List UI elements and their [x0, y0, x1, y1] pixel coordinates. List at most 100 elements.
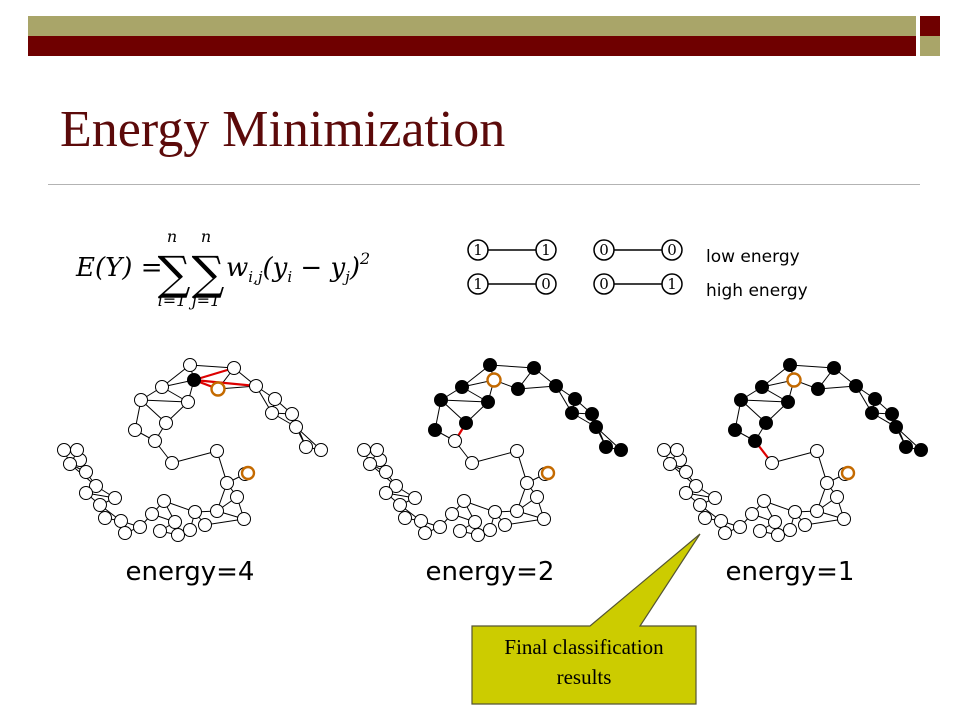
graph-node-white — [155, 380, 169, 394]
graph-node-white — [79, 465, 93, 479]
callout-line-1: Final classification — [504, 635, 664, 659]
graph-node-black — [849, 379, 863, 393]
graph-node-white — [181, 395, 195, 409]
graph-node-black — [889, 420, 903, 434]
graph-node-white — [693, 498, 707, 512]
graph-edge — [171, 450, 218, 464]
graph-node-white — [159, 416, 173, 430]
graph-node-black — [568, 392, 582, 406]
sum2-symbol: ∑ — [192, 246, 225, 300]
graph-node-white — [414, 514, 428, 528]
graph-node-white — [679, 465, 693, 479]
graph-node-white — [145, 507, 159, 521]
graph-node-black — [565, 406, 579, 420]
graph-node-white — [698, 511, 712, 525]
graph-node-white — [465, 456, 479, 470]
graph-node-white — [98, 511, 112, 525]
graph-node-white — [227, 361, 241, 375]
graph-node-black — [589, 420, 603, 434]
graph-node-labeled-ring — [840, 465, 856, 481]
graph-node-white — [510, 444, 524, 458]
energy-label-3: energy=1 — [726, 557, 855, 587]
graph-node-white — [210, 504, 224, 518]
graph-node-black — [187, 373, 201, 387]
graph-node-white — [165, 456, 179, 470]
graph-node-white — [788, 505, 802, 519]
graph-node-labeled-ring — [240, 465, 256, 481]
graph-node-black — [549, 379, 563, 393]
graph-node-black — [455, 380, 469, 394]
graph-node-white — [188, 505, 202, 519]
graph-node-black — [755, 380, 769, 394]
graph-node-black — [868, 392, 882, 406]
legend-low-node-b: 1 — [541, 241, 551, 259]
graph-node-white — [488, 505, 502, 519]
graph-node-white — [798, 518, 812, 532]
graph-node-white — [93, 498, 107, 512]
graph-node-black — [434, 393, 448, 407]
graph-node-black — [599, 440, 613, 454]
graph-edge — [789, 364, 835, 369]
graph-node-white — [830, 490, 844, 504]
graph-node-white — [753, 524, 767, 538]
graph-node-black — [781, 395, 795, 409]
graph-node-white — [530, 490, 544, 504]
sum1-upper: n — [167, 227, 177, 246]
graph-node-labeled — [486, 372, 502, 388]
sum1-lower: i=1 — [158, 291, 187, 310]
graph-node-black — [481, 395, 495, 409]
header-square-olive — [920, 36, 940, 56]
graph-node-white — [820, 476, 834, 490]
energy-legend — [467, 239, 683, 295]
legend-high-label: high energy — [706, 281, 808, 301]
callout-line-2: results — [557, 665, 612, 689]
graph-node-white — [457, 494, 471, 508]
graph-node-black — [748, 434, 762, 448]
graph-node-white — [168, 515, 182, 529]
legend-low-node-c: 0 — [599, 241, 609, 259]
graph-edge — [140, 399, 189, 403]
graph-node-white — [134, 393, 148, 407]
graph-node-white — [663, 457, 677, 471]
graph-node-white — [128, 423, 142, 437]
graph-node-white — [433, 520, 447, 534]
graph-panel-3 — [657, 358, 928, 542]
callout-box: Final classification results — [471, 533, 701, 705]
graph-panel-1 — [57, 358, 328, 542]
legend-low-node-a: 1 — [473, 241, 483, 259]
graph-node-white — [379, 486, 393, 500]
graph-node-white — [171, 528, 185, 542]
graph-node-white — [285, 407, 299, 421]
graph-node-white — [718, 526, 732, 540]
energy-label-1: energy=4 — [126, 557, 255, 587]
graph-node-white — [768, 515, 782, 529]
graph-node-white — [153, 524, 167, 538]
graph-node-white — [157, 494, 171, 508]
graph-node-white — [183, 523, 197, 537]
formula-lhs: E(Y) = — [75, 253, 162, 283]
graph-node-white — [79, 486, 93, 500]
sum1-symbol: ∑ — [158, 246, 191, 300]
graph-node-white — [418, 526, 432, 540]
legend-high-node-b: 0 — [541, 275, 551, 293]
graph-node-white — [57, 443, 71, 457]
title-divider — [48, 184, 920, 185]
header-square-maroon — [920, 16, 940, 36]
graph-node-white — [783, 523, 797, 537]
graph-node-black — [614, 443, 628, 457]
graph-node-white — [265, 406, 279, 420]
graph-node-white — [810, 504, 824, 518]
graph-node-white — [468, 515, 482, 529]
graph-node-white — [498, 518, 512, 532]
graph-node-white — [108, 491, 122, 505]
graph-node-white — [708, 491, 722, 505]
legend-low-label: low energy — [706, 247, 800, 267]
graph-node-white — [70, 443, 84, 457]
graph-node-white — [393, 498, 407, 512]
graph-edge-cut — [193, 378, 257, 388]
graph-node-black — [734, 393, 748, 407]
graph-node-white — [363, 457, 377, 471]
graph-node-white — [148, 434, 162, 448]
graph-node-white — [520, 476, 534, 490]
